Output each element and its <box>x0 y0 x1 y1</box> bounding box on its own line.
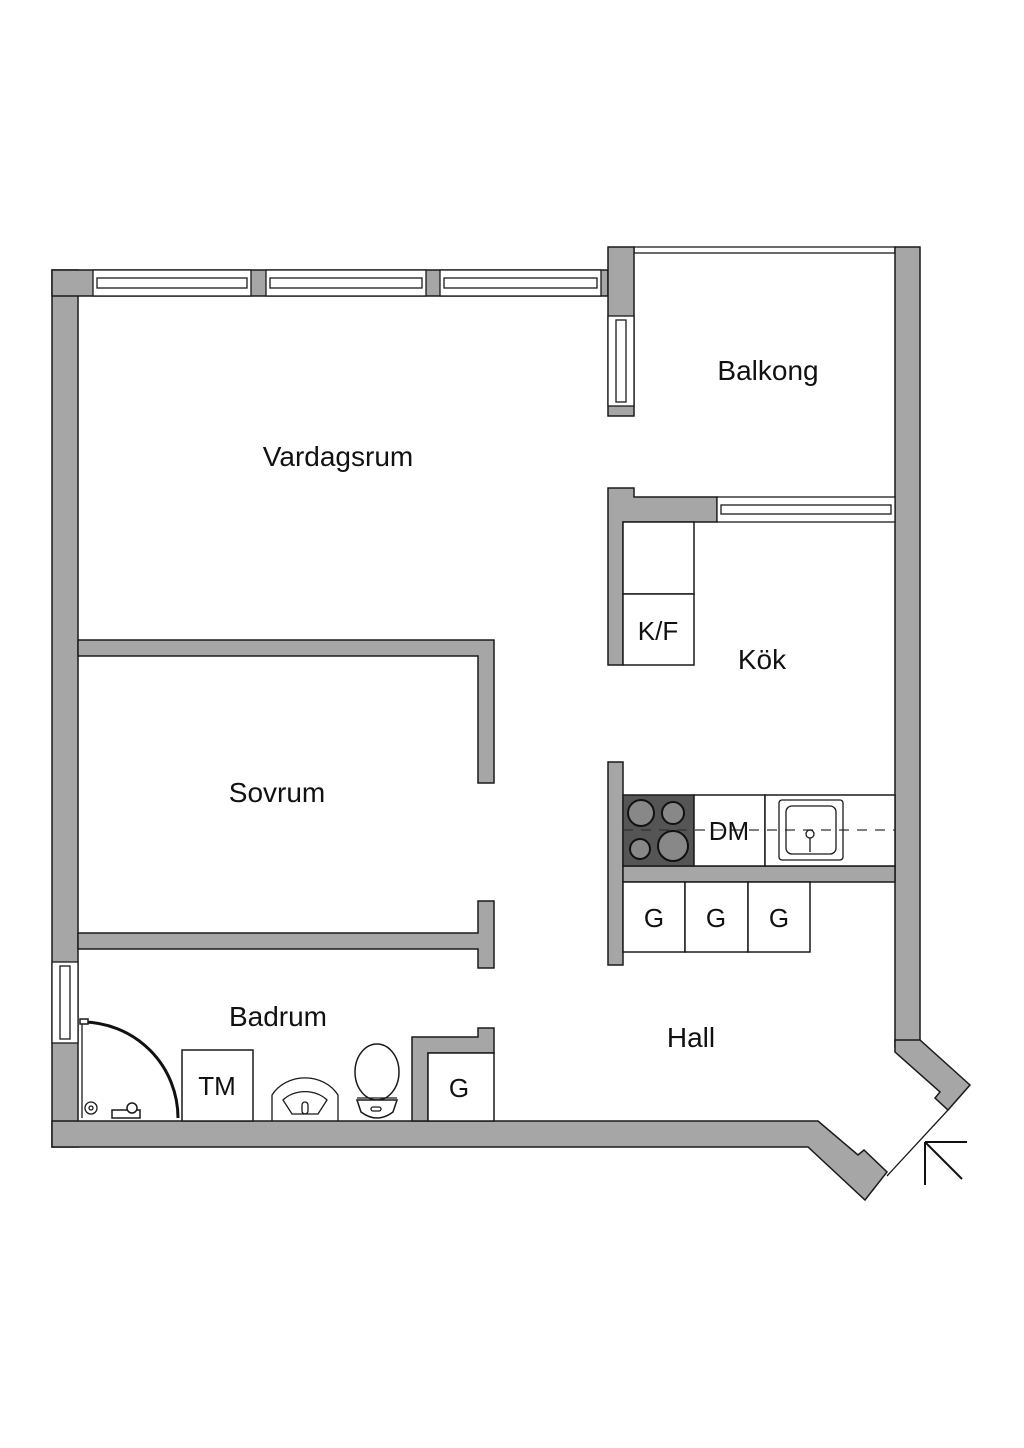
washing-machine <box>181 1049 254 1122</box>
fridge-freezer <box>622 593 695 666</box>
room-label-bathroom: Badrum <box>229 1001 327 1032</box>
room-label-bedroom: Sovrum <box>229 777 325 808</box>
sink-icon <box>778 799 844 861</box>
washing-machine-label: TM <box>198 1071 236 1101</box>
window <box>439 269 602 297</box>
wall-kitchen-lower <box>607 761 624 966</box>
shower-icon <box>79 1018 180 1119</box>
wall-bedroom-bottom <box>77 900 495 969</box>
wardrobe-label: G <box>706 903 726 933</box>
wardrobe <box>747 881 811 953</box>
toilet-icon <box>354 1043 400 1119</box>
wardrobe <box>427 1052 495 1122</box>
wall-entrance <box>894 1039 972 1112</box>
window <box>51 961 79 1044</box>
wardrobe <box>622 881 686 953</box>
entrance-door <box>886 1109 949 1177</box>
window <box>265 269 427 297</box>
balcony-railing <box>633 246 896 254</box>
fridge-freezer-label: K/F <box>638 616 678 646</box>
dishwasher-label: DM <box>709 816 749 846</box>
wall-bottom <box>51 1120 889 1202</box>
entrance-arrow-icon <box>924 1141 967 1185</box>
room-label-balcony: Balkong <box>717 355 818 386</box>
window <box>607 315 635 407</box>
wardrobe <box>684 881 749 953</box>
wardrobe-label: G <box>449 1073 469 1103</box>
kitchen-cabinet <box>622 521 695 595</box>
window <box>92 269 252 297</box>
wall-right <box>894 246 921 1048</box>
room-label-kitchen: Kök <box>738 644 787 675</box>
window <box>716 496 896 523</box>
wardrobe-label: G <box>769 903 789 933</box>
wall-kitchen-hall <box>622 865 896 883</box>
room-label-hall: Hall <box>667 1022 715 1053</box>
wall-bedroom-top <box>77 639 495 784</box>
wardrobe-label: G <box>644 903 664 933</box>
washbasin-icon <box>271 1077 339 1121</box>
room-label-living-room: Vardagsrum <box>263 441 413 472</box>
